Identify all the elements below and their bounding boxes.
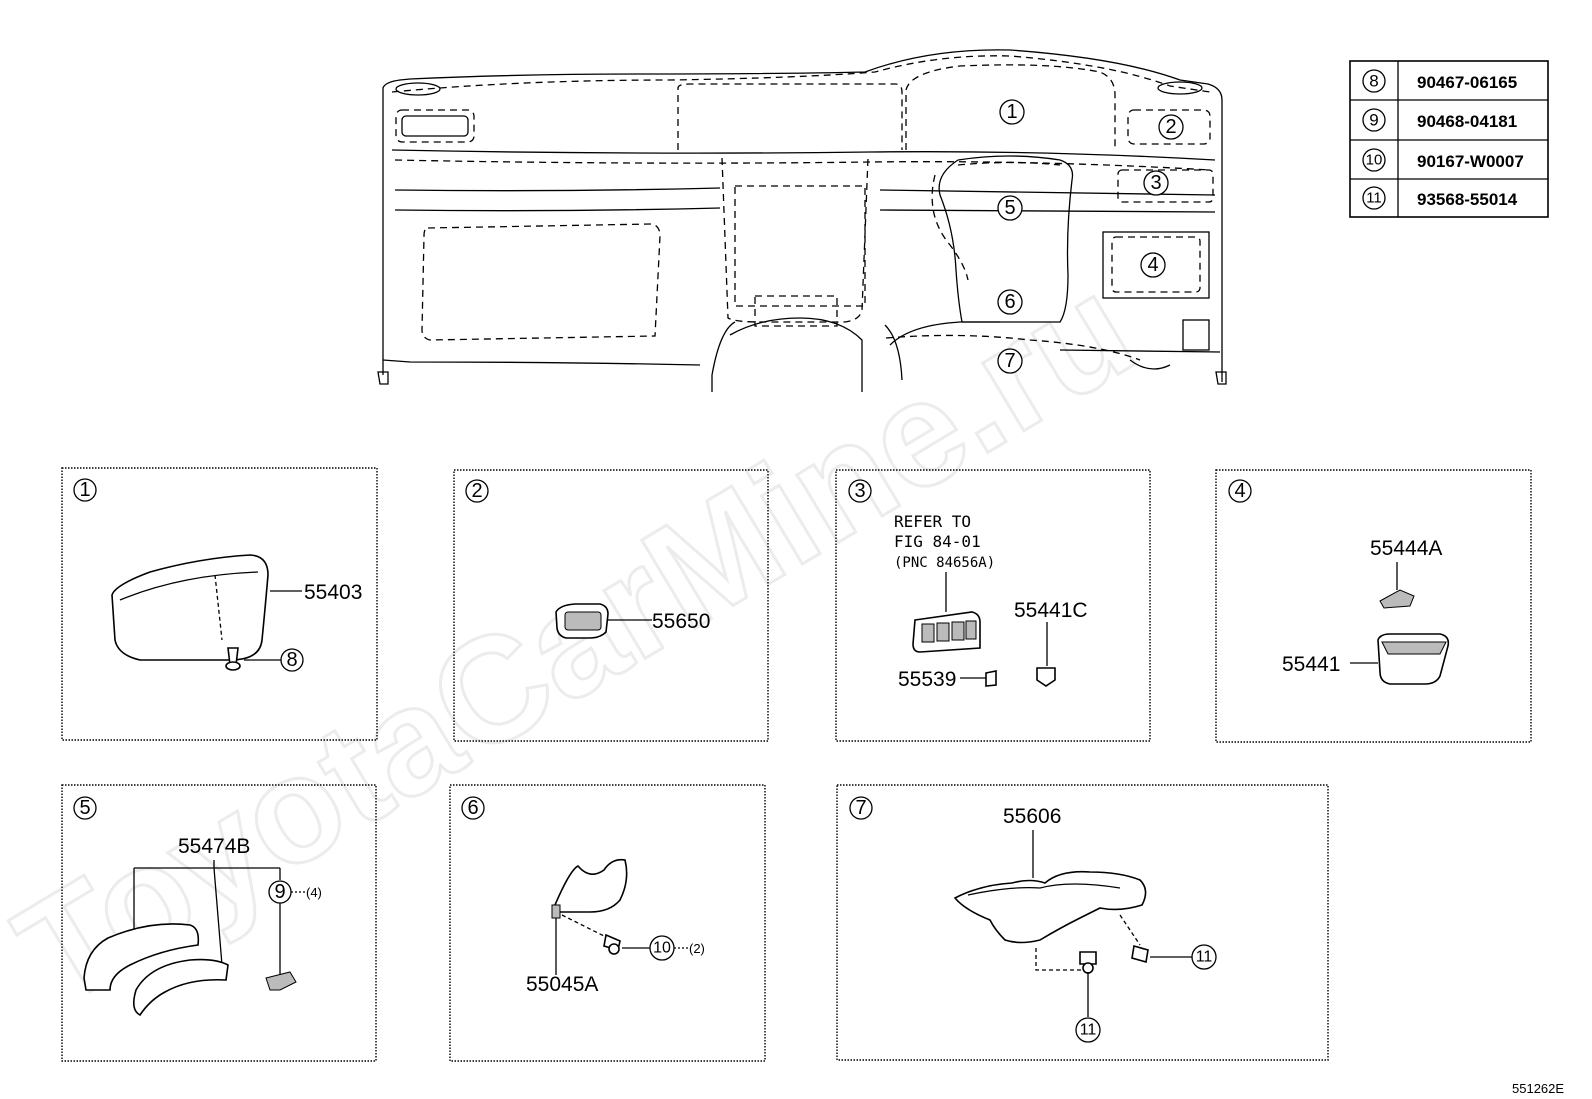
part-number: 90467-06165 [1417,73,1517,92]
svg-text:10: 10 [1366,152,1383,169]
diagram-id: 551262E [1512,1081,1564,1096]
part-number: 90468-04181 [1417,112,1517,131]
part-label[interactable]: 55539 [898,668,956,691]
refer-note: FIG 84-01 [894,532,981,551]
clip-part [1379,589,1415,609]
overview-callout-2[interactable]: 2 [1158,114,1184,140]
svg-text:2: 2 [1165,116,1176,138]
svg-text:3: 3 [1150,172,1161,194]
part-label[interactable]: 55606 [1003,805,1061,828]
dashboard-overview: 1 2 3 4 5 6 7 [377,49,1227,392]
panel-4: 4 55444A 55441 [1215,469,1532,743]
panel-6: 6 55045A 10 (2) [449,784,766,1062]
panel-3: 3 REFER TO FIG 84-01 (PNC 84656A) 55539 … [835,469,1151,742]
part-label[interactable]: 55441 [1282,653,1340,676]
table-row[interactable]: 8 90467-06165 [1362,69,1517,93]
part-label[interactable]: 55403 [304,581,362,604]
svg-text:5: 5 [1004,197,1015,219]
column-cover-lower [132,958,229,1017]
fastener-callout[interactable]: 10 [653,940,671,957]
svg-text:6: 6 [1004,291,1015,313]
fastener-callout[interactable]: 11 [1080,1022,1097,1039]
fastener-table: 8 90467-06165 9 90468-04181 10 90167-W00… [1349,60,1549,218]
panel-1: 1 8 55403 [61,467,378,741]
part-label[interactable]: 55045A [526,973,598,996]
panel-5: 5 55474B 9 (4) [61,784,377,1062]
overview-callout-5[interactable]: 5 [997,195,1023,221]
part-label[interactable]: 55474B [178,835,250,858]
panel-number: 1 [79,479,90,501]
panel-7: 7 55606 11 11 [836,784,1329,1061]
svg-text:9: 9 [1369,111,1378,130]
overview-callout-1[interactable]: 1 [999,99,1025,125]
under-cover-part [953,870,1147,944]
svg-text:8: 8 [1369,72,1378,91]
panel-number: 4 [1234,480,1245,502]
quantity: (4) [306,885,322,900]
overview-callout-3[interactable]: 3 [1143,170,1169,196]
panel-number: 6 [467,797,478,819]
table-row[interactable]: 10 90167-W0007 [1362,148,1524,172]
fastener-callout[interactable]: 9 [274,881,285,903]
part-number: 90167-W0007 [1417,152,1524,171]
svg-text:4: 4 [1147,254,1158,276]
panel-number: 3 [854,480,865,502]
overview-callout-6[interactable]: 6 [997,289,1023,315]
overview-callout-7[interactable]: 7 [997,348,1023,374]
meter-hood-part [111,554,269,661]
panel-2: 2 55650 [453,469,769,742]
column-cover-upper [83,923,200,991]
part-label[interactable]: 55444A [1370,537,1442,560]
svg-text:11: 11 [1366,190,1382,207]
part-label[interactable]: 55650 [652,610,710,633]
overview-callout-4[interactable]: 4 [1140,252,1166,278]
panel-number: 5 [79,797,90,819]
quantity: (2) [689,941,705,956]
panel-number: 2 [471,480,482,502]
table-row[interactable]: 9 90468-04181 [1362,108,1517,132]
fastener-callout[interactable]: 11 [1196,949,1213,966]
fastener-callout[interactable]: 8 [286,649,297,671]
hole-cover-part [554,858,628,913]
panel-number: 7 [855,797,866,819]
svg-text:1: 1 [1006,101,1017,123]
part-number: 93568-55014 [1417,190,1518,209]
svg-text:7: 7 [1004,350,1015,372]
refer-note: REFER TO [894,512,971,531]
part-label[interactable]: 55441C [1014,599,1088,622]
table-row[interactable]: 11 93568-55014 [1362,186,1518,210]
refer-note: (PNC 84656A) [894,555,995,571]
